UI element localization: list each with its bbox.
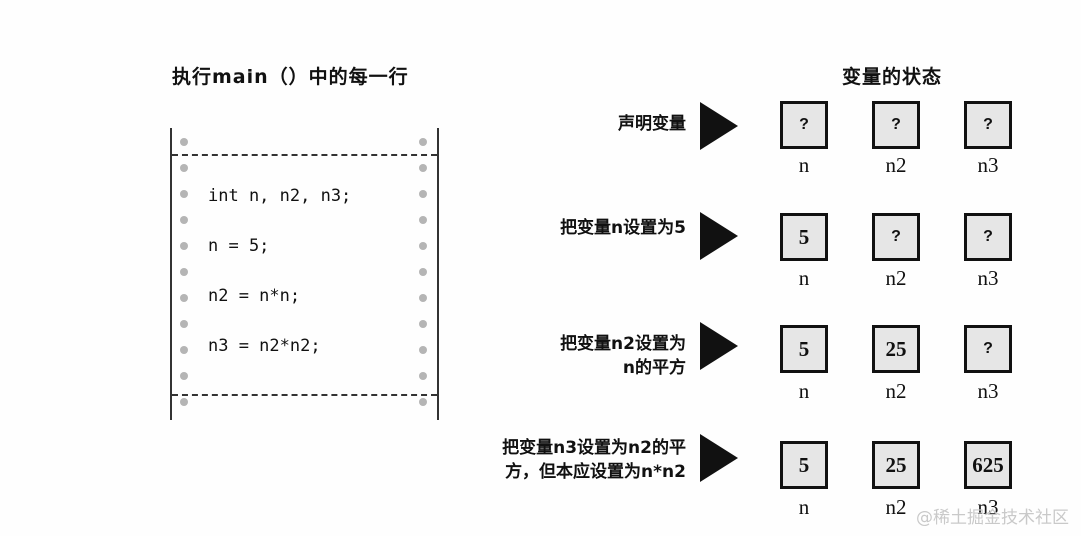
var-box-n3: ? (964, 213, 1012, 261)
var-name-n: n (798, 379, 810, 403)
perforation-dot (419, 164, 427, 172)
var-box-n: 5 (780, 441, 828, 489)
code-line-assign-n2: n2 = n*n; (208, 286, 301, 306)
perforation-dot (419, 242, 427, 250)
var-name-n3: n3 (977, 153, 999, 177)
var-name-n2: n2 (885, 153, 907, 177)
perforation-dot (180, 164, 188, 172)
perforation-dot (180, 320, 188, 328)
watermark: @稀土掘金技术社区 (916, 508, 1069, 528)
step-label: 把变量n2设置为 n的平方 (560, 332, 686, 380)
perforation-dot (419, 320, 427, 328)
var-box-n2: 25 (872, 325, 920, 373)
step-label: 把变量n设置为5 (560, 216, 686, 240)
bottom-dashed-divider (172, 394, 437, 396)
var-name-n3: n3 (977, 266, 999, 290)
right-arrow-icon (700, 212, 738, 260)
perforation-dot (419, 268, 427, 276)
var-name-n3: n3 (977, 379, 999, 403)
right-arrow-icon (700, 322, 738, 370)
var-name-n2: n2 (885, 266, 907, 290)
perforation-dot (180, 190, 188, 198)
step-label-line: 把变量n2设置为 (560, 334, 686, 354)
step-label-line: 声明变量 (618, 114, 686, 134)
perforation-dot (419, 190, 427, 198)
right-title: 变量的状态 (842, 66, 943, 88)
perforation-dot (180, 268, 188, 276)
code-line-assign-n: n = 5; (208, 236, 270, 256)
perforation-dot (180, 216, 188, 224)
perforation-dot (419, 138, 427, 146)
perforation-dot (419, 346, 427, 354)
perforation-dot (180, 346, 188, 354)
perforation-dot (180, 138, 188, 146)
perforation-dot (419, 398, 427, 406)
var-box-n2: 25 (872, 441, 920, 489)
perforation-dot (180, 398, 188, 406)
var-box-n3: 625 (964, 441, 1012, 489)
var-name-n: n (798, 266, 810, 290)
var-box-n: ? (780, 101, 828, 149)
step-label: 声明变量 (618, 112, 686, 136)
perforation-dot (419, 294, 427, 302)
perforation-dot (419, 372, 427, 380)
code-line-declare: int n, n2, n3; (208, 186, 352, 206)
perforation-dot (180, 294, 188, 302)
var-name-n: n (798, 153, 810, 177)
var-name-n2: n2 (885, 379, 907, 403)
step-label-line: 把变量n3设置为n2的平 (502, 438, 686, 458)
top-dashed-divider (172, 154, 437, 156)
left-title: 执行main（）中的每一行 (172, 66, 409, 88)
perforation-dot (419, 216, 427, 224)
var-name-n3: n3 (977, 495, 999, 519)
step-label-line: 方，但本应设置为n*n2 (505, 462, 686, 482)
step-label-line: n的平方 (622, 358, 686, 378)
var-box-n: 5 (780, 213, 828, 261)
perforation-dot (180, 372, 188, 380)
code-panel: int n, n2, n3; n = 5; n2 = n*n; n3 = n2*… (170, 128, 439, 420)
var-name-n: n (798, 495, 810, 519)
var-box-n2: ? (872, 101, 920, 149)
var-box-n2: ? (872, 213, 920, 261)
code-line-assign-n3: n3 = n2*n2; (208, 336, 321, 356)
right-arrow-icon (700, 102, 738, 150)
right-arrow-icon (700, 434, 738, 482)
var-box-n3: ? (964, 325, 1012, 373)
step-label-line: 把变量n设置为5 (560, 218, 686, 238)
var-box-n: 5 (780, 325, 828, 373)
var-box-n3: ? (964, 101, 1012, 149)
var-name-n2: n2 (885, 495, 907, 519)
perforation-dot (180, 242, 188, 250)
step-label: 把变量n3设置为n2的平 方，但本应设置为n*n2 (502, 436, 686, 484)
